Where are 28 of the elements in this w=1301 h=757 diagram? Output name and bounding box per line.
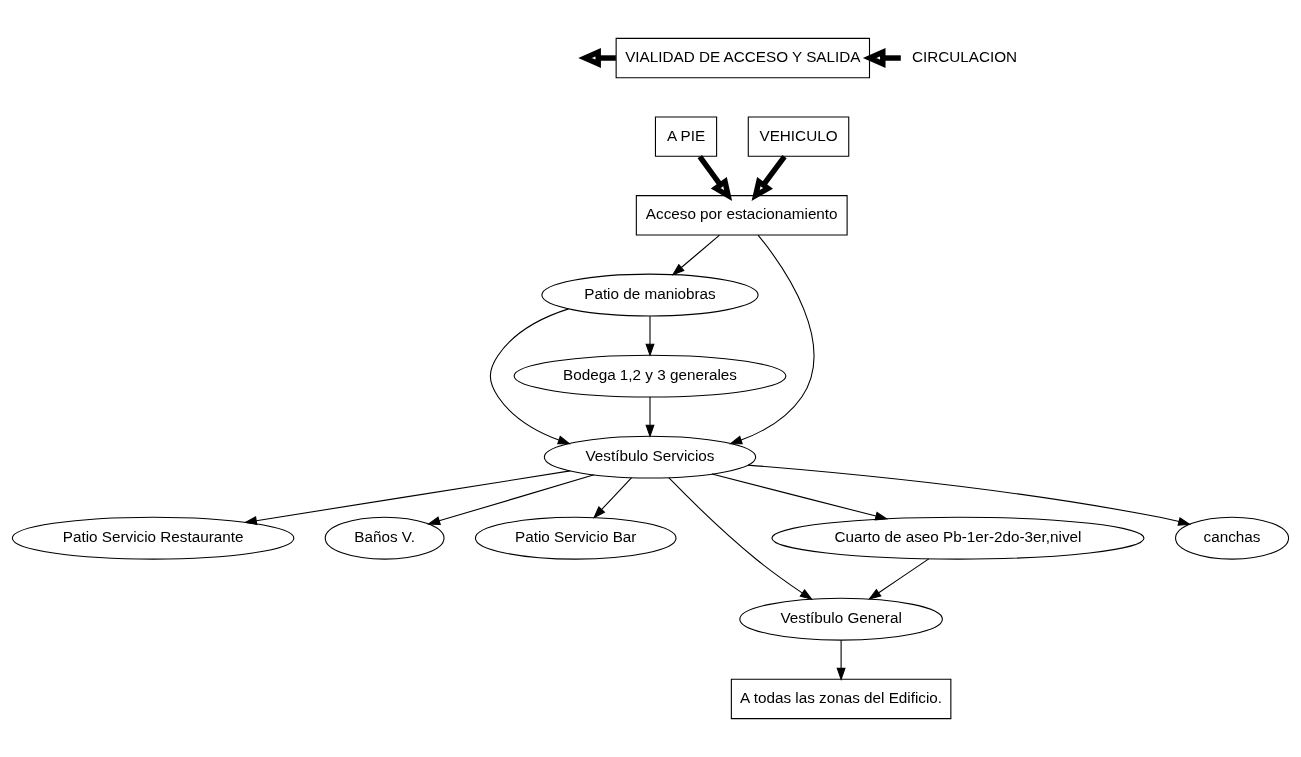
arrow [729, 234, 815, 445]
node-text: CIRCULACION [911, 48, 1018, 66]
arrow [489, 308, 571, 445]
node-box: VIALIDAD DE ACCESO Y SALIDA [615, 37, 871, 79]
node-ellipse: Cuarto de aseo Pb-1er-2do-3er,nivel [771, 516, 1145, 560]
arrow [697, 155, 733, 202]
node-box: A todas las zonas del Edificio. [730, 678, 952, 720]
arrow [711, 473, 889, 521]
arrow [668, 477, 813, 601]
node-ellipse: Patio Servicio Bar [474, 516, 677, 560]
arrow [862, 48, 901, 68]
node-ellipse: Bodega 1,2 y 3 generales [513, 354, 787, 398]
arrow [751, 155, 787, 201]
node-box: Acceso por estacionamiento [635, 195, 848, 236]
node-ellipse: Patio de maniobras [541, 273, 759, 317]
arrow [427, 474, 595, 526]
arrow [593, 477, 633, 519]
arrow [671, 234, 721, 276]
arrow [868, 558, 930, 600]
arrow [836, 639, 846, 681]
node-box: A PIE [654, 116, 718, 157]
node-box: VEHICULO [747, 116, 850, 157]
arrow [243, 470, 571, 526]
node-ellipse: Vestíbulo General [739, 597, 943, 641]
arrow [747, 464, 1192, 526]
arrow [645, 315, 655, 357]
arrow [645, 396, 655, 438]
arrow [578, 48, 616, 68]
